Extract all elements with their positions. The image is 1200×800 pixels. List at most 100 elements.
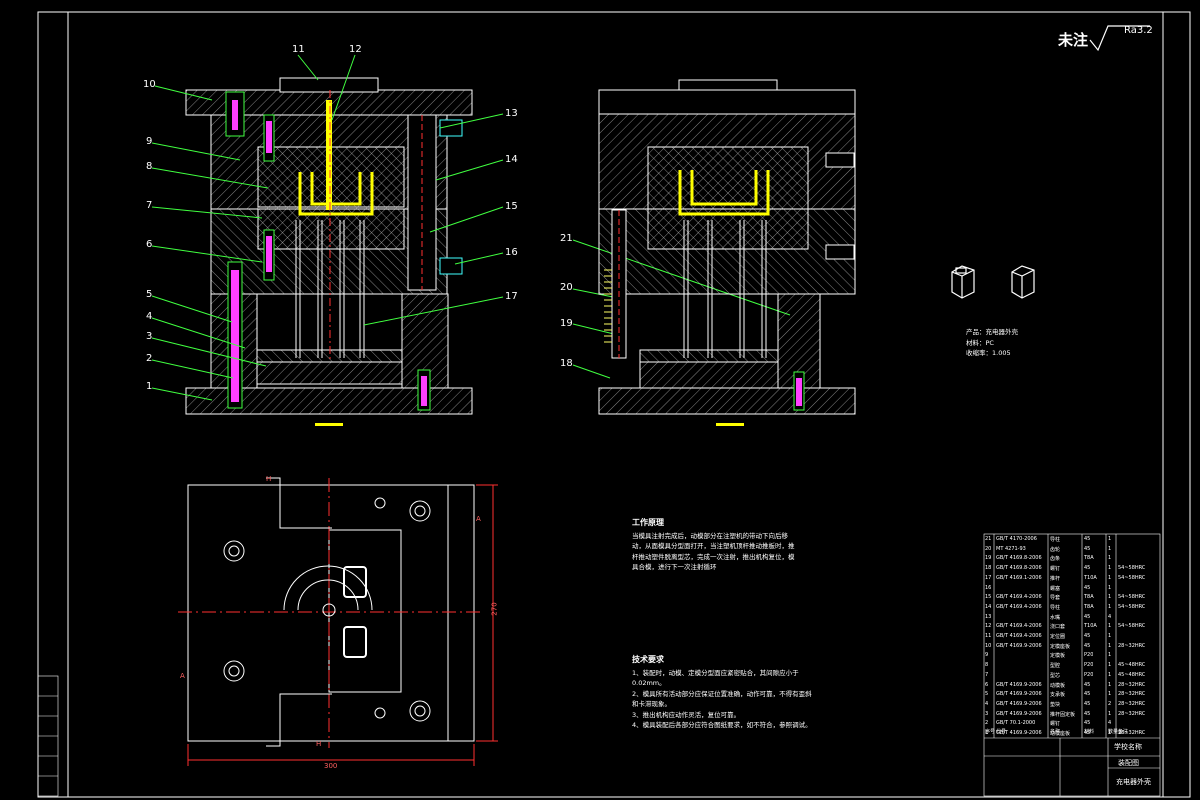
bom-cell: 浇口套	[1050, 624, 1066, 631]
bom-cell: 54~58HRC	[1118, 623, 1146, 630]
bom-cell: GB/T 4169.4-2006	[996, 603, 1042, 610]
main-section-view	[185, 77, 473, 426]
bom-cell: 1	[1108, 603, 1112, 610]
bom-cell: 45	[1084, 536, 1091, 542]
bom-cell: GB/T 4169.9-2006	[996, 700, 1042, 707]
margin-stamp	[37, 675, 59, 797]
bom-header-cell: 代号	[996, 729, 1007, 735]
callout-14: 14	[505, 154, 518, 165]
bom-cell: 齿轮	[1050, 546, 1061, 553]
bom-cell: 1	[1108, 681, 1112, 688]
bom-cell: 定模板	[1050, 653, 1066, 660]
bom-cell: 1	[1108, 730, 1112, 736]
bom-cell: 45	[1084, 545, 1091, 552]
section-mark-a-right: A	[476, 515, 481, 523]
bom-cell: 45~48HRC	[1118, 662, 1146, 669]
callout-16: 16	[505, 247, 518, 258]
plan-view	[178, 477, 498, 766]
bom-cell: GB/T 4169.9-2006	[996, 681, 1042, 688]
bom-cell: 8	[985, 662, 989, 669]
bom-cell: 1	[1108, 584, 1112, 591]
bom-cell: 1	[1108, 545, 1112, 552]
bom-cell: 14	[985, 603, 992, 610]
callout-21: 21	[560, 233, 573, 244]
bom-cell: 1	[1108, 691, 1112, 698]
bom-cell: 45	[1084, 633, 1091, 639]
section-mark-a-left: A	[180, 672, 185, 680]
product-shrinkage: 收缩率：1.005	[966, 349, 1011, 357]
work-process-title: 工作原理	[632, 518, 664, 527]
bom-cell: 28~32HRC	[1118, 730, 1146, 736]
bom-cell: 1	[1108, 536, 1112, 542]
bom-header-cell: 数量	[1108, 729, 1119, 735]
section-mark-h-top: H	[266, 475, 272, 483]
callout-11: 11	[292, 44, 305, 55]
bom-cell: 定位圈	[1050, 634, 1066, 640]
callout-8: 8	[146, 161, 153, 172]
bom-cell: GB/T 4169.9-2006	[996, 710, 1042, 717]
bom-cell: 28~32HRC	[1118, 691, 1146, 698]
bom-cell: 1	[1108, 565, 1112, 572]
callout-leaders	[151, 54, 791, 401]
surface-note-label: 未注	[1058, 31, 1089, 49]
bom-cell: 28~32HRC	[1118, 642, 1146, 649]
work-process-text: 当模具注射完成后，动模部分在注塑机的带动下向后移动，从面模具分型面打开，当注塑机…	[632, 531, 795, 572]
title-school: 学校名称	[1114, 743, 1142, 751]
bom-cell: GB/T 4169.8-2006	[996, 555, 1042, 562]
bom-cell: 2	[1108, 700, 1112, 707]
bom-cell: 4	[1108, 720, 1112, 727]
bom-cell: 54~58HRC	[1118, 574, 1146, 581]
bom-header-cell: 备注	[1118, 729, 1129, 735]
bom-cell: GB/T 4169.1-2006	[996, 574, 1042, 581]
bom-cell: 导套	[1050, 595, 1061, 602]
callout-10: 10	[143, 79, 156, 90]
bom-cell: T10A	[1084, 623, 1097, 630]
bom-cell: 螺钉	[1050, 566, 1061, 573]
bom-cell: 11	[985, 633, 992, 639]
bom-cell: P20	[1084, 662, 1094, 669]
bom-cell: T8A	[1084, 594, 1094, 601]
bom-cell: 齿条	[1050, 556, 1061, 563]
bom-cell: 1	[1108, 652, 1112, 659]
tech-requirement-item: 2、模具所有活动部分应保证位置准确，动作可靠，不得有歪斜和卡滞现象。	[632, 689, 812, 709]
bom-cell: 13	[985, 613, 992, 620]
product-material: 材料：PC	[966, 338, 994, 347]
product-name: 产品：充电器外壳	[966, 328, 1018, 336]
bom-cell: 45	[1084, 681, 1091, 688]
bom-cell: 1	[1108, 642, 1112, 649]
bom-cell: 1	[1108, 633, 1112, 639]
bom-cell: 54~58HRC	[1118, 565, 1146, 572]
callout-1: 1	[146, 381, 153, 392]
bom-cell: 定模座板	[1050, 643, 1071, 650]
callout-9: 9	[146, 136, 153, 147]
inner-border	[67, 11, 1164, 798]
bom-cell: 9	[985, 652, 989, 659]
bom-cell: GB/T 4169.4-2006	[996, 633, 1042, 639]
bom-cell: 19	[985, 555, 992, 562]
tech-requirement-item: 4、模具装配后各部分应符合图纸要求，如不符合，参照调试。	[632, 721, 812, 729]
bom-cell: 水嘴	[1050, 614, 1061, 621]
tech-requirements-title: 技术要求	[632, 655, 664, 664]
bom-cell: 45	[1084, 720, 1091, 727]
callout-2: 2	[146, 353, 153, 364]
bom-cell: 螺塞	[1050, 585, 1061, 592]
callout-4: 4	[146, 311, 153, 322]
tech-requirements: 技术要求 1、装配时，动模、定模分型面应紧密贴合，其间隙应小于0.02mm。 2…	[632, 655, 817, 731]
bom-cell: 3	[985, 710, 989, 717]
bom-cell: 15	[985, 594, 992, 601]
bom-cell: 1	[1108, 555, 1112, 562]
bom-cell: 支承板	[1050, 692, 1066, 699]
dimension-width: 300	[324, 762, 338, 770]
bom-cell: 1	[1108, 671, 1112, 678]
dimension-height: 270	[490, 602, 499, 616]
bom-cell: 4	[985, 700, 989, 707]
bom-cell: 28~32HRC	[1118, 681, 1146, 688]
bom-cell: 45	[1084, 565, 1091, 572]
bom-cell: 6	[985, 681, 989, 688]
bom-cell: P20	[1084, 671, 1094, 678]
bom-cell: 动模板	[1050, 682, 1066, 689]
bom-cell: P20	[1084, 652, 1094, 659]
callout-13: 13	[505, 108, 518, 119]
callout-15: 15	[505, 201, 518, 212]
